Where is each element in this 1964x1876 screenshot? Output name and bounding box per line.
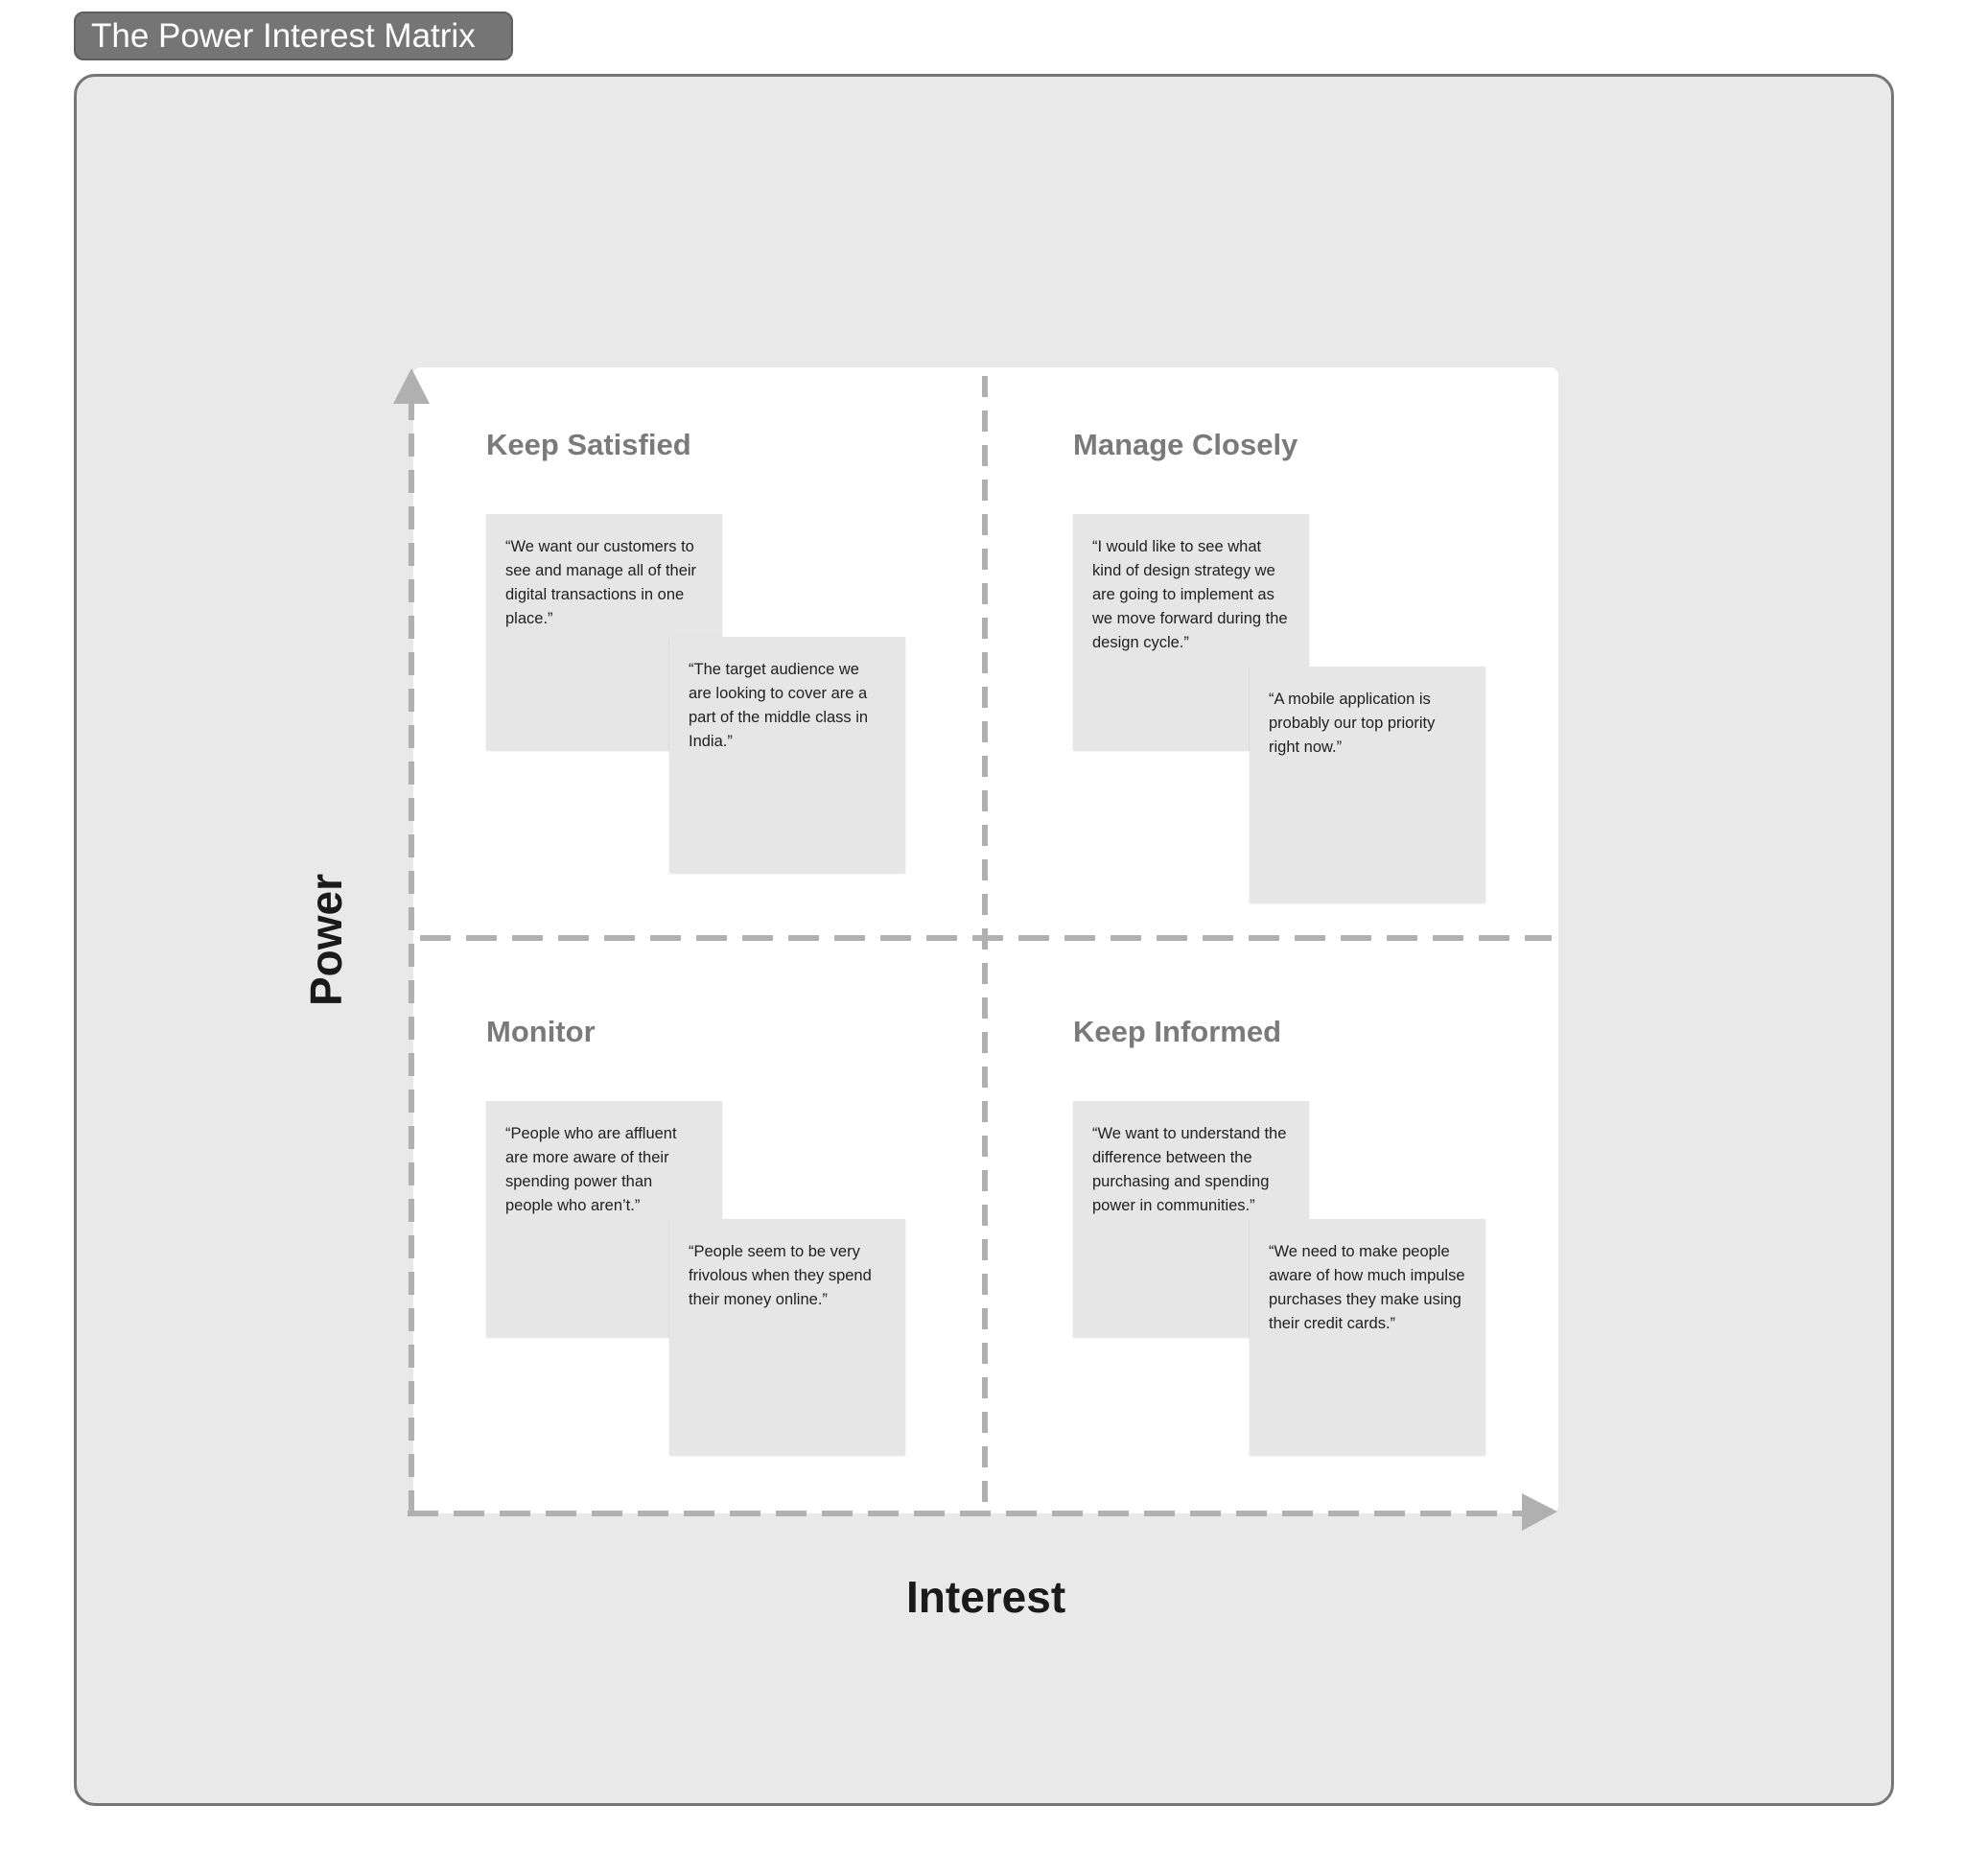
y-axis-label: Power — [301, 873, 351, 1007]
sticky-note[interactable]: “We need to make people aware of how muc… — [1250, 1219, 1485, 1455]
y-axis-arrow-icon — [393, 368, 430, 404]
sticky-note[interactable]: “A mobile application is probably our to… — [1250, 667, 1485, 903]
frame-title[interactable]: The Power Interest Matrix — [74, 12, 513, 60]
quadrant-title-keep-informed[interactable]: Keep Informed — [1073, 1015, 1282, 1048]
x-axis-label: Interest — [906, 1572, 1066, 1622]
quadrant-title-manage-closely[interactable]: Manage Closely — [1073, 428, 1298, 461]
sticky-note[interactable]: “People seem to be very frivolous when t… — [669, 1219, 905, 1455]
quadrant-title-keep-satisfied[interactable]: Keep Satisfied — [486, 428, 691, 461]
quadrant-title-monitor[interactable]: Monitor — [486, 1015, 596, 1048]
x-axis-arrow-icon — [1522, 1493, 1557, 1531]
sticky-note[interactable]: “The target audience we are looking to c… — [669, 637, 905, 873]
